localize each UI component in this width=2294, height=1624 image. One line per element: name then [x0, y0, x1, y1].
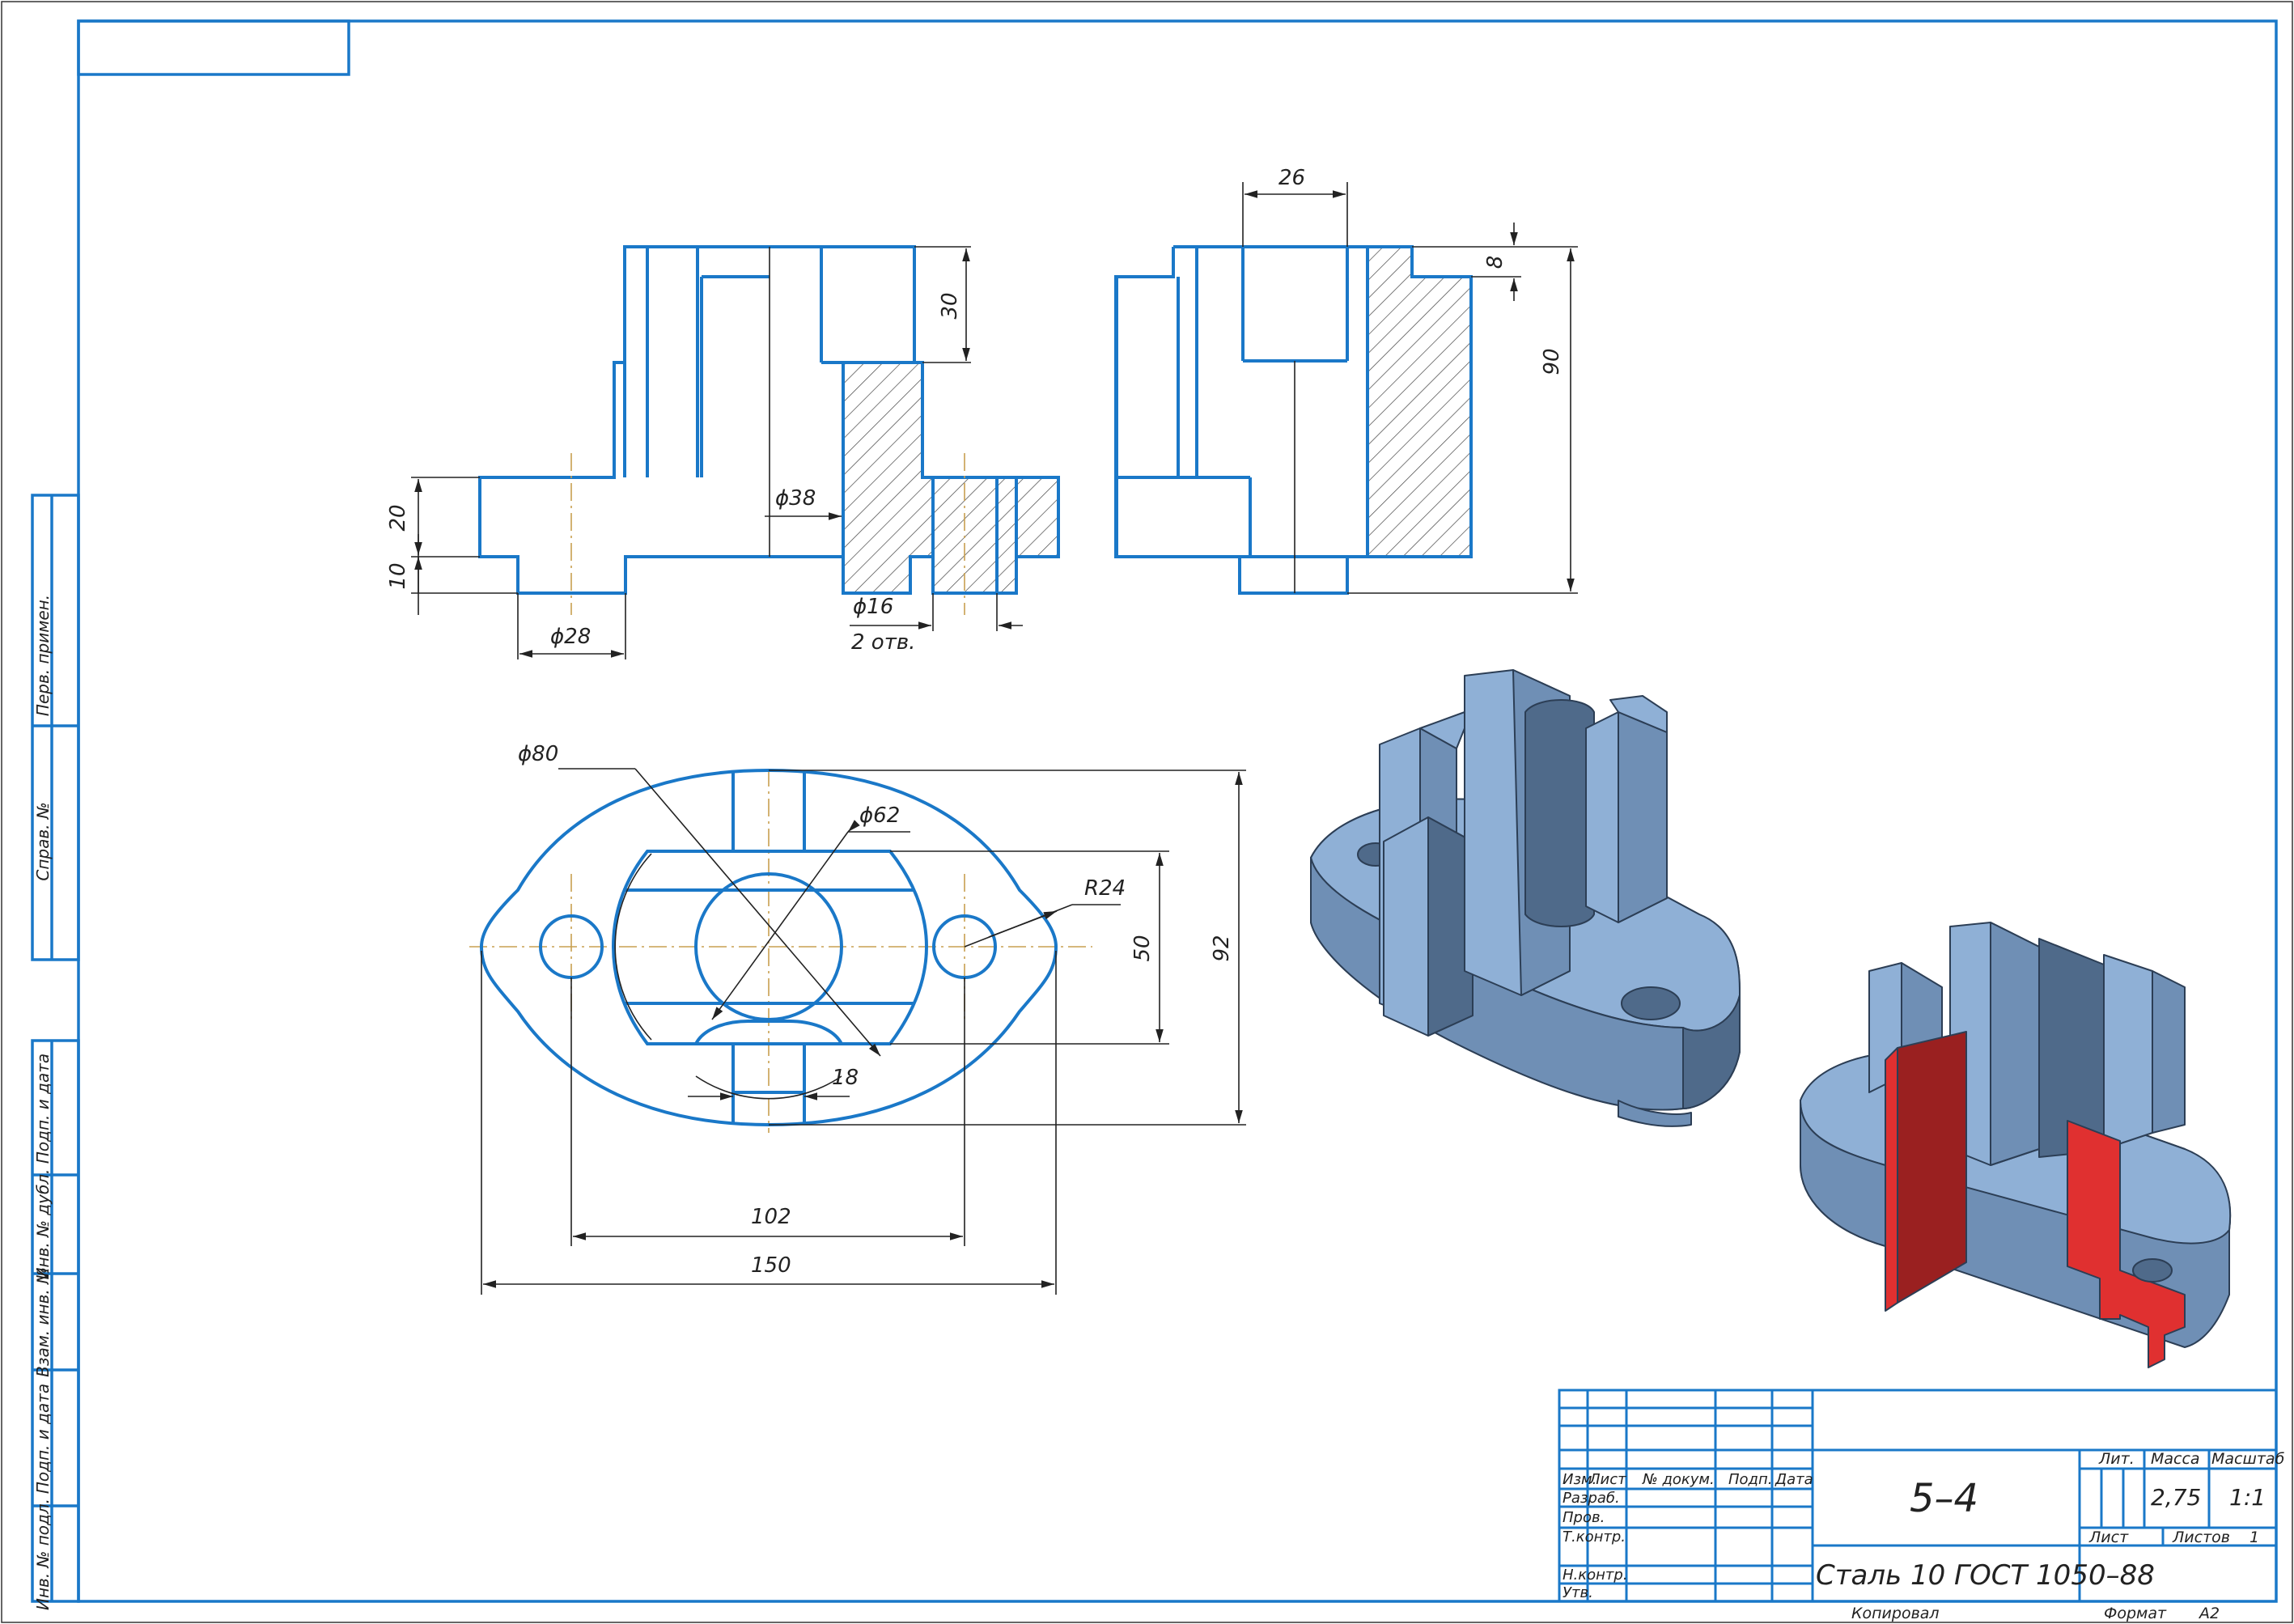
format-value: A2 [2198, 1605, 2220, 1622]
dimension-label: ϕ16 [853, 595, 893, 619]
title-block-label: Разраб. [1563, 1490, 1620, 1507]
dimension-label: 10 [386, 562, 410, 589]
isometric-model [1310, 669, 1741, 1127]
title-block-label: Пров. [1563, 1509, 1605, 1526]
copied-label: Копировал [1851, 1605, 1940, 1622]
title-block-label: Утв. [1563, 1584, 1593, 1601]
side-stamp-label: Подп. и дата [33, 1384, 53, 1494]
dimension-label: 30 [938, 292, 962, 319]
title-block: Изм. Лист № докум. Подп. Дата Разраб. Пр… [1558, 1389, 2285, 1622]
side-stamp-label: Перв. примен. [33, 595, 53, 716]
designation: 5–4 [1910, 1476, 1978, 1521]
title-block-label: Листов [2172, 1529, 2230, 1546]
sheets-count: 1 [2249, 1529, 2259, 1546]
format-label: Формат [2104, 1605, 2167, 1622]
side-stamp-label: Подп. и дата [33, 1054, 53, 1164]
dimension-label: 92 [1210, 935, 1234, 961]
dimension-label: 2 отв. [851, 630, 915, 655]
title-block-label: Масса [2151, 1450, 2200, 1468]
dimension-label: ϕ38 [775, 486, 816, 511]
title-block-label: № докум. [1642, 1471, 1715, 1488]
dimension-label: 26 [1278, 166, 1305, 190]
title-block-label: Подп. [1728, 1471, 1772, 1488]
dimension-label: 18 [832, 1066, 859, 1090]
title-block-label: Изм. [1563, 1471, 1596, 1488]
side-view: 26 8 90 [1114, 166, 1578, 595]
dimension-label: 8 [1483, 256, 1507, 269]
side-stamp-label: Инв. № подл. [33, 1499, 53, 1610]
isometric-section-model [1800, 922, 2232, 1368]
dimension-label: 102 [751, 1205, 791, 1229]
dimension-label: ϕ62 [859, 804, 900, 828]
dimension-label: ϕ80 [518, 742, 558, 766]
side-stamp-label: Инв. № дубл. [33, 1169, 53, 1280]
title-block-label: Н.контр. [1563, 1567, 1628, 1584]
drawing-frame [77, 19, 2278, 1603]
dimension-label: ϕ28 [550, 625, 591, 649]
title-block-label: Лит. [2098, 1450, 2135, 1468]
title-block-label: Масштаб [2211, 1450, 2285, 1468]
side-stamp-label: Взам. инв. № [33, 1267, 53, 1377]
title-block-label: Лист [2088, 1529, 2129, 1546]
scale-value: 1:1 [2229, 1484, 2266, 1511]
dimension-label: R24 [1084, 876, 1126, 901]
dimension-label: 20 [386, 504, 410, 531]
title-block-label: Т.контр. [1563, 1529, 1626, 1546]
dimension-label: 50 [1130, 935, 1155, 961]
title-block-label: Дата [1775, 1471, 1813, 1488]
material: Сталь 10 ГОСТ 1050–88 [1816, 1559, 2155, 1592]
side-stamp: Перв. примен. Справ. № Подп. и дата Инв.… [31, 494, 80, 1610]
top-left-stamp [77, 19, 350, 76]
section-face [1897, 1031, 1967, 1304]
top-view: ϕ80 ϕ62 R24 18 50 92 102 150 [469, 742, 1246, 1295]
title-block-label: Лист [1588, 1471, 1626, 1488]
front-view: 30 20 10 ϕ38 ϕ28 ϕ16 2 отв. [386, 245, 1060, 659]
mass-value: 2,75 [2151, 1484, 2201, 1511]
dimension-label: 90 [1540, 348, 1564, 375]
dimension-label: 150 [751, 1253, 791, 1278]
side-stamp-label: Справ. № [33, 802, 53, 880]
